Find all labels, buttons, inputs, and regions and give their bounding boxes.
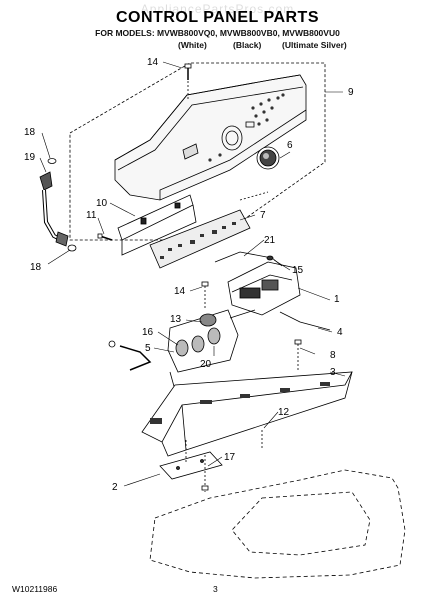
variant-ultimate-silver: (Ultimate Silver) bbox=[282, 40, 347, 50]
callout-3: 3 bbox=[330, 367, 336, 378]
leader-lines bbox=[39, 61, 346, 487]
console-dashed-outline bbox=[69, 62, 326, 241]
models-line: FOR MODELS: MVWB800VQ0, MVWB800VB0, MVWB… bbox=[95, 28, 340, 38]
callout-5: 5 bbox=[145, 343, 151, 354]
callout-18-bottom: 18 bbox=[30, 262, 42, 273]
callout-9: 9 bbox=[348, 87, 354, 98]
callout-2: 2 bbox=[112, 482, 118, 493]
inlet-hose bbox=[39, 158, 77, 252]
callout-13: 13 bbox=[170, 314, 182, 325]
page-number: 3 bbox=[213, 584, 218, 594]
callout-11: 11 bbox=[86, 210, 97, 221]
screws-bottom bbox=[185, 440, 209, 492]
board-bracket bbox=[117, 194, 197, 256]
callout-12: 12 bbox=[278, 407, 290, 418]
callout-6: 6 bbox=[287, 140, 293, 151]
callout-17: 17 bbox=[224, 452, 236, 463]
control-board bbox=[149, 191, 269, 269]
callout-4: 4 bbox=[337, 327, 343, 338]
callout-20: 20 bbox=[200, 359, 212, 370]
watermark-text: AppliancePartsPros.com bbox=[140, 2, 295, 16]
mounting-plate bbox=[159, 451, 223, 480]
callout-19: 19 bbox=[24, 152, 36, 163]
callout-14-top: 14 bbox=[147, 57, 159, 68]
callout-1: 1 bbox=[334, 294, 340, 305]
callout-7: 7 bbox=[260, 210, 266, 221]
water-valve bbox=[108, 309, 256, 391]
callout-18-top: 18 bbox=[24, 127, 36, 138]
variant-white: (White) bbox=[178, 40, 207, 50]
callout-8: 8 bbox=[330, 350, 336, 361]
console-panel bbox=[114, 74, 307, 201]
callout-16: 16 bbox=[142, 327, 154, 338]
console-base bbox=[141, 371, 353, 457]
callout-10: 10 bbox=[96, 198, 108, 209]
document-number: W10211986 bbox=[12, 584, 58, 594]
screw-top bbox=[184, 63, 192, 100]
screw-mid bbox=[201, 281, 209, 310]
cabinet-top-outline bbox=[149, 469, 406, 579]
diagram-title: CONTROL PANEL PARTS bbox=[116, 9, 319, 26]
screw-right bbox=[294, 339, 302, 372]
screw-left bbox=[97, 233, 113, 241]
callout-21: 21 bbox=[264, 235, 276, 246]
switch-assembly bbox=[214, 251, 301, 316]
variant-black: (Black) bbox=[233, 40, 262, 50]
knob-part bbox=[256, 146, 280, 170]
wire-harness bbox=[279, 311, 331, 331]
callout-15: 15 bbox=[292, 265, 304, 276]
callout-14-mid: 14 bbox=[174, 286, 186, 297]
